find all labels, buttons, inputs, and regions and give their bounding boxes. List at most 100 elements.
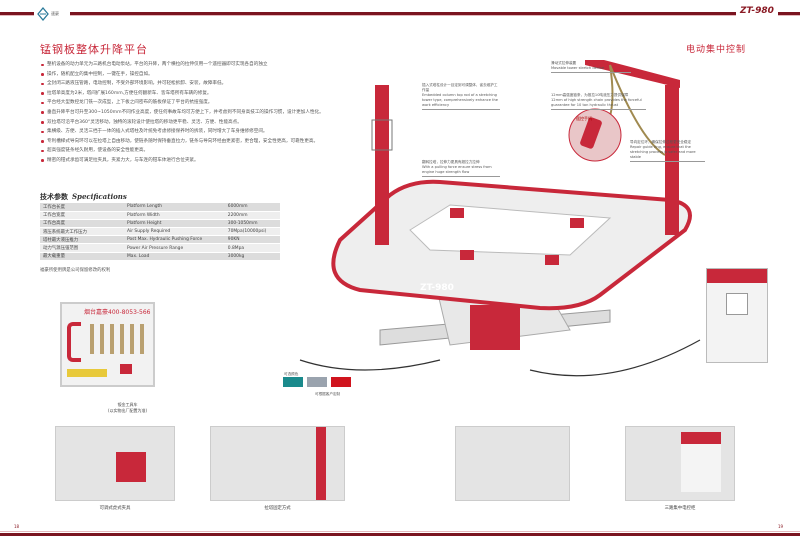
feature-item: 超高强度链条经久耐用，使设备的安全性能更高。 — [40, 146, 385, 156]
feature-item: 精密的钳式承齿可满足拉夹具，夹紧力大，与车连的钳车体进行合位夹紧。 — [40, 156, 385, 166]
swatch-teal — [283, 377, 303, 387]
feature-item: 操作，随机配立的集中控制，一键在手，操控自如。 — [40, 70, 385, 80]
spec-cn: 工作台长度 — [40, 203, 124, 212]
spec-cn: 塔柱最大液压推力 — [40, 235, 124, 245]
spec-heading: 技术参数 Specifications — [40, 192, 127, 202]
spec-title: 技术参数 — [40, 193, 68, 201]
platform — [331, 179, 692, 311]
spec-en: Power Air Pressure Range — [124, 243, 225, 253]
bench-illustration: ZT-980 遥控手柄 — [299, 60, 701, 377]
feature-list: 整机设备的动力单元为三路机台电动泵站，平台的升降，两个横拉的拉伸仅用一个遥控器即… — [40, 60, 385, 166]
callout-cn: 滑动式拉伸装置 — [551, 61, 577, 65]
callout-cn: 导向定位环，确保拉伸过程更安全稳定 — [630, 140, 692, 144]
swatch-red — [331, 377, 351, 387]
caption-sub: (以实物出厂配置为准) — [108, 408, 148, 413]
caption-clamp: 可调式虎式夹具 — [99, 506, 131, 511]
right-tower — [585, 60, 680, 235]
tool-board — [60, 302, 155, 387]
caption-cabinet: 三路集中电控柜 — [664, 506, 696, 511]
callout-en: With a pulling force ensure stress from … — [422, 165, 492, 174]
footer-rule — [0, 533, 800, 536]
puller-icon — [120, 364, 132, 374]
feature-item: 全封闭三路液压管路，电动控制，不受外部环境影响，并可轻松拆卸、安装，故障率低。 — [40, 79, 385, 89]
spec-val: 3000kg — [224, 252, 280, 261]
brand-logo: 速豪 — [34, 4, 70, 24]
header-rule — [0, 12, 800, 15]
feature-item: 整机设备的动力单元为三路机台电动泵站，平台的升降，两个横拉的拉伸仅用一个遥控器即… — [40, 60, 385, 70]
caption-main: 钣金工具车 — [117, 402, 138, 407]
spec-val: 300-1050mm — [224, 219, 280, 229]
cabinet-shape — [681, 432, 721, 492]
left-tower — [371, 85, 393, 245]
tower-shape — [316, 427, 326, 500]
color-note: 可根据客户定制 — [315, 392, 341, 396]
remote-control-icon — [580, 117, 602, 149]
logo-diamond-icon — [37, 7, 49, 21]
spec-cn: 工作台高度 — [40, 219, 124, 229]
spec-cn: 液压系统最大工作压力 — [40, 227, 124, 237]
control-cabinet — [706, 268, 768, 363]
clamp-tool-icon — [67, 322, 81, 362]
feature-item: 垂直升降平台可升至300~1050mm不同作业高度，使任何事故车均可方便上下，并… — [40, 108, 385, 118]
spec-title-en: Specifications — [72, 192, 127, 201]
photo-tower-fix — [210, 426, 345, 501]
photo-cabinet — [625, 426, 735, 501]
spec-en: Max. Load — [124, 252, 225, 261]
spec-val: 70Mpa(10000psi) — [224, 227, 280, 237]
header-rule-thin — [0, 15, 800, 16]
feature-item: 拉塔单高度为2米，塔间扩展160mm,方便任何翻新车、皆车塔所有车辆的修复。 — [40, 89, 385, 99]
photo-platform — [455, 426, 570, 501]
spec-en: Platform Width — [124, 211, 225, 220]
spec-cn: 最大载重量 — [40, 252, 124, 261]
photo-clamp — [55, 426, 175, 501]
page-number-right: 19 — [778, 524, 784, 529]
clamps — [450, 208, 584, 265]
feature-item: 平台经大型数控龙门铣一次成型，上下板之间密布的筋板保证了平台的抗扭强度。 — [40, 98, 385, 108]
hoses — [299, 339, 701, 377]
callout-en: Embedded column top rod of a stretching … — [422, 93, 498, 107]
spec-val: 0.8Mpa — [224, 243, 280, 253]
clamp-shape — [116, 452, 146, 482]
feature-item: 专利槽梯式导向环可以在拉塔上自由移动，使链条随时保持垂直拉力，链条与导向环经由更… — [40, 137, 385, 147]
callout-en: 12mm of high strength chain provides the… — [551, 98, 642, 107]
callout-cn: 12mm高强度链条，为推拉10吨液压力提供保障 — [551, 93, 629, 97]
spec-en: Platform Height — [124, 219, 225, 229]
spec-en: Platform Length — [124, 203, 225, 212]
callout-en: Repair guide ring, ensure that the stret… — [630, 145, 696, 159]
section-title: 锰钢板整体升降平台 — [40, 43, 148, 56]
spec-en: Air Supply Required — [124, 227, 225, 237]
spec-en: Post Max. Hydraulic Pushing Force — [124, 235, 225, 245]
footer-rule-thin — [0, 531, 800, 532]
model-number: ZT-980 — [736, 6, 778, 16]
callout-cn: 插入式塔柱设计一目定到可调整体，省去维护工作量 — [422, 83, 498, 92]
callout-en: Movable tower stretch device — [551, 66, 605, 70]
spec-cn: 工作台宽度 — [40, 211, 124, 220]
cabinet-top — [707, 269, 767, 283]
spec-val: 6000mm — [224, 203, 280, 212]
remote-label: 遥控手柄 — [576, 115, 592, 121]
platform-label: ZT-980 — [420, 283, 454, 293]
hooks-icon — [90, 324, 145, 354]
caption-tower-fix: 拉塔固定方式 — [264, 506, 291, 511]
spec-val: 90KN — [224, 235, 280, 245]
spec-note: 福豪所使用牌是公司保留修改的权利 — [40, 268, 111, 273]
swatch-gray — [307, 377, 327, 387]
tool-board-title: 烟台嘉豪400-8053-566 — [84, 309, 151, 316]
feature-item: 双拉塔可沿平台360°灵活移动，独特的滚轮设计使拉塔的移动更平稳、灵活、方便、性… — [40, 118, 385, 128]
feature-item: 集横级、方便、灵活三挡于一体的插入式塔柱及叶统免考虑修接保养时的拆装，同时增大了… — [40, 127, 385, 137]
spec-val: 2200mm — [224, 211, 280, 220]
tool-board-caption: 钣金工具车(以实物出厂配置为准) — [108, 402, 147, 414]
control-title: 电动集中控制 — [686, 45, 747, 55]
